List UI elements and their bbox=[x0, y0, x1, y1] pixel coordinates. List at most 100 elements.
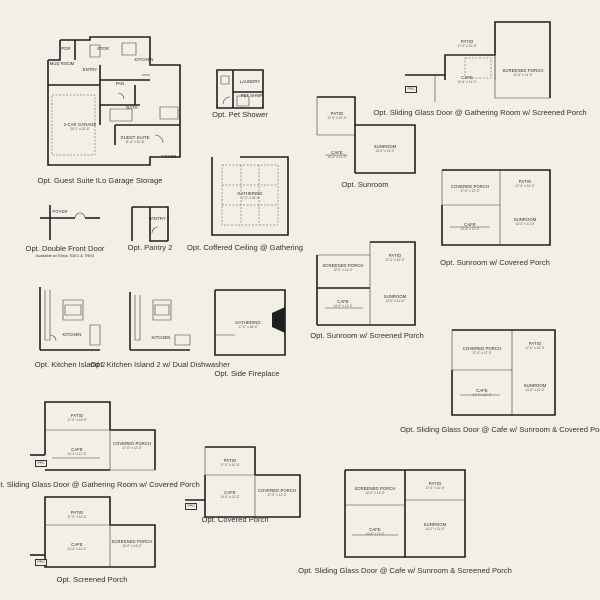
room-screened-porch-scss: SCREENED PORCH bbox=[354, 486, 396, 491]
room-garage: 2-CAR GARAGE bbox=[63, 122, 97, 127]
room-sunroom-scss: SUNROOM bbox=[423, 522, 447, 527]
room-gathering-dim-coffered: 17'-0" x 18'-0" bbox=[240, 196, 260, 200]
caption-sliding-gathering-covered: Opt. Sliding Glass Door @ Gathering Room… bbox=[0, 480, 200, 489]
room-patio-sgc: PATIO bbox=[70, 413, 84, 418]
plan-guest-suite: PDR STOR MUD ROOM ENTRY KITCHEN PAN BATH… bbox=[40, 35, 190, 170]
room-cafe-scsc: CAFE bbox=[476, 388, 488, 393]
caption-sunroom: Opt. Sunroom bbox=[341, 180, 389, 189]
room-covered-porch-dim-scsc: 17'-0" x 12'-0" bbox=[472, 351, 492, 355]
room-patio-dim-sgc: 17'-0" x 10'-0" bbox=[67, 418, 87, 422]
room-cafe-dim-scss: 14'-4" x 11'-0" bbox=[365, 532, 385, 536]
room-patio-scss: PATIO bbox=[428, 481, 442, 486]
ppc-label: PPC bbox=[405, 86, 418, 93]
room-gathering-coffered: GATHERING bbox=[237, 191, 263, 196]
room-cafe-ss: CAFE bbox=[337, 299, 349, 304]
room-screened-porch-dim-sp: 12'-0" x 14'-0" bbox=[122, 544, 142, 548]
caption-side-fireplace: Opt. Side Fireplace bbox=[214, 369, 280, 378]
ppc-label-sgc: PPC bbox=[35, 460, 48, 467]
room-foyer: FOYER bbox=[161, 154, 177, 159]
room-patio-dim-scsc: 17'-0" x 10'-0" bbox=[525, 346, 545, 350]
room-patio-dim-sp: 17'-0" x 10'-0" bbox=[67, 515, 87, 519]
room-pantry2: PANTRY 2 bbox=[148, 216, 170, 221]
room-covered-porch-scsc: COVERED PORCH bbox=[462, 346, 502, 351]
room-patio-cp: PATIO bbox=[223, 458, 237, 463]
room-cafe-cp: CAFE bbox=[224, 490, 236, 495]
plan-sliding-cafe-sunroom-screened-drawing bbox=[344, 469, 466, 558]
plan-screened-porch: PATIO 17'-0" x 10'-0" CAFE 14'-4" x 11'-… bbox=[30, 495, 160, 573]
plan-kitchen-island2: KITCHEN bbox=[35, 285, 105, 355]
caption-pantry2: Opt. Pantry 2 bbox=[127, 243, 173, 252]
caption-double-front-door: Opt. Double Front Door Available w/ Elev… bbox=[26, 244, 105, 258]
room-patio-dim-sc: 17'-0" x 10'-0" bbox=[515, 184, 535, 188]
room-sunroom-sc: SUNROOM bbox=[513, 217, 537, 222]
caption-covered-porch: Opt. Covered Porch bbox=[201, 515, 269, 524]
room-screened-porch-ss: SCREENED PORCH bbox=[322, 263, 364, 268]
plan-guest-suite-drawing bbox=[47, 36, 181, 166]
room-sunroom-ss: SUNROOM bbox=[383, 294, 407, 299]
room-guest-suite-dim: 11'-0" x 10'-8" bbox=[125, 140, 145, 144]
plan-covered-porch-drawing bbox=[185, 446, 301, 518]
room-cafe-scss: CAFE bbox=[369, 527, 381, 532]
plan-sliding-gathering-screened: PATIO 17'-0" x 10'-0" CAFE 14'-4" x 11'-… bbox=[405, 20, 555, 105]
room-entry: ENTRY bbox=[82, 67, 98, 72]
plan-sunroom: PATIO 17'-0" x 10'-0" CAFE 14'-4" x 11'-… bbox=[315, 95, 420, 175]
room-patio-ss: PATIO bbox=[388, 253, 402, 258]
room-patio-sunroom: PATIO bbox=[330, 111, 344, 116]
room-patio-dim-cp: 17'-0" x 10'-0" bbox=[220, 463, 240, 467]
caption-pet-shower: Opt. Pet Shower bbox=[212, 110, 268, 119]
room-patio-sc: PATIO bbox=[518, 179, 532, 184]
room-cafe-dim: 14'-4" x 11'-0" bbox=[457, 80, 477, 84]
plan-side-fireplace: GATHERING 17'-0" x 18'-0" bbox=[210, 285, 290, 360]
caption-double-front-door-sub: Available w/ Elevs TDE1 & TRE3 bbox=[35, 253, 95, 258]
room-screened-porch-dim-ss: 12'-0" x 14'-0" bbox=[333, 268, 353, 272]
room-covered-porch: COVERED PORCH bbox=[450, 184, 490, 189]
room-covered-porch-sgc: COVERED PORCH bbox=[112, 441, 152, 446]
room-gathering-dim-fp: 17'-0" x 18'-0" bbox=[238, 325, 258, 329]
room-patio-dim: 17'-0" x 10'-0" bbox=[457, 44, 477, 48]
room-patio: PATIO bbox=[460, 39, 474, 44]
room-patio-dim-sunroom: 17'-0" x 10'-0" bbox=[327, 116, 347, 120]
plan-pet-shower: LAUNDRY PET SHWR bbox=[215, 68, 270, 113]
plan-sunroom-screened: SCREENED PORCH 12'-0" x 14'-0" PATIO 17'… bbox=[315, 240, 420, 330]
room-patio-scsc: PATIO bbox=[528, 341, 542, 346]
room-cafe-dim-sc: 14'-4" x 11'-0" bbox=[460, 227, 480, 231]
plan-side-fireplace-drawing bbox=[214, 289, 286, 356]
room-foyer-door: FOYER bbox=[52, 209, 68, 214]
room-covered-porch-dim-sgc: 17'-0" x 12'-0" bbox=[122, 446, 142, 450]
room-sunroom-dim-scss: 14'-0" x 11'-0" bbox=[425, 527, 445, 531]
ppc-label-sp: PPC bbox=[35, 559, 48, 566]
room-cafe-dim-ss: 14'-4" x 11'-0" bbox=[333, 304, 353, 308]
room-patio-dim-scss: 17'-0" x 10'-0" bbox=[425, 486, 445, 490]
room-sunroom-dim-ss: 14'-0" x 11'-0" bbox=[385, 299, 405, 303]
caption-guest-suite: Opt. Guest Suite ILo Garage Storage bbox=[37, 176, 163, 185]
room-cafe-dim-cp: 14'-4" x 11'-0" bbox=[220, 495, 240, 499]
plan-kitchen-island2-drawing bbox=[39, 287, 101, 351]
plan-kitchen-island2-dual-drawing bbox=[129, 292, 191, 351]
plan-screened-porch-drawing bbox=[30, 496, 156, 568]
room-cafe-sgc: CAFE bbox=[71, 447, 83, 452]
plan-sliding-cafe-sunroom-screened: SCREENED PORCH 12'-0" x 14'-0" PATIO 17'… bbox=[340, 465, 470, 565]
plan-sliding-gathering-covered-drawing bbox=[30, 401, 156, 471]
room-bath: BATH bbox=[126, 105, 138, 110]
plan-sunroom-drawing bbox=[316, 96, 416, 174]
room-garage-dim: 20'-1" x 23'-8" bbox=[70, 127, 90, 131]
room-stor: STOR bbox=[97, 46, 109, 51]
room-cafe-dim-sp: 14'-4" x 11'-0" bbox=[67, 547, 87, 551]
room-cafe-sp: CAFE bbox=[71, 542, 83, 547]
room-pet-shower: PET SHWR bbox=[240, 93, 264, 98]
room-cafe-dim-scsc: 14'-4" x 11'-0" bbox=[472, 393, 492, 397]
room-sunroom-dim: 14'-0" x 11'-0" bbox=[375, 149, 395, 153]
plan-sunroom-screened-drawing bbox=[316, 241, 416, 326]
room-patio-dim-ss: 17'-0" x 10'-0" bbox=[385, 258, 405, 262]
caption-screened-porch: Opt. Screened Porch bbox=[56, 575, 128, 584]
caption-double-front-door-title: Opt. Double Front Door bbox=[25, 244, 105, 253]
room-sunroom-scsc: SUNROOM bbox=[523, 383, 547, 388]
room-screened-porch-dim: 12'-0" x 14'-0" bbox=[513, 73, 533, 77]
room-sunroom-dim-sc: 14'-0" x 11'-0" bbox=[515, 222, 535, 226]
plan-coffered-drawing bbox=[211, 156, 289, 236]
caption-kitchen-island2-dual: Opt. Kitchen Island 2 w/ Dual Dishwasher bbox=[90, 360, 230, 369]
plan-sunroom-covered: COVERED PORCH 17'-0" x 12'-0" PATIO 17'-… bbox=[440, 165, 555, 255]
caption-coffered: Opt. Coffered Ceiling @ Gathering bbox=[186, 243, 304, 252]
plan-sliding-gathering-covered: PATIO 17'-0" x 10'-0" CAFE 14'-4" x 11'-… bbox=[30, 400, 160, 478]
